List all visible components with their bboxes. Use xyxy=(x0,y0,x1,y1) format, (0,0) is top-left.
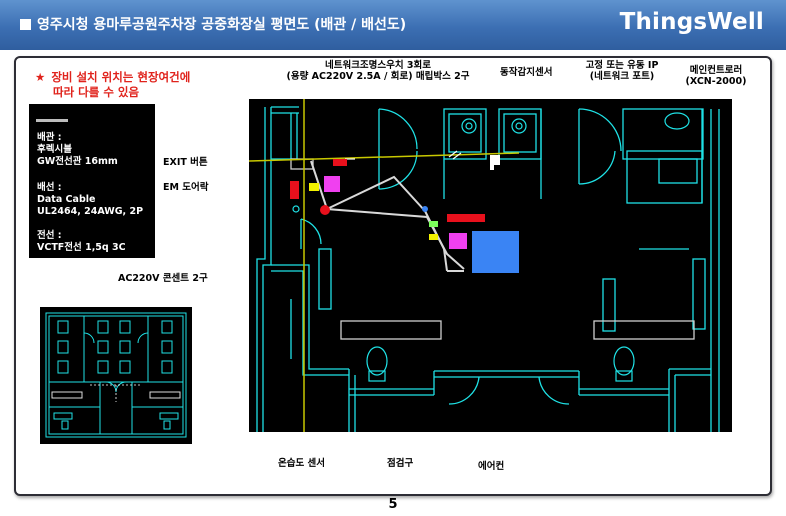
switch-marker xyxy=(320,205,330,215)
legend-power-line1: VCTF전선 1,5q 3C xyxy=(37,242,126,253)
overview-floor-plan xyxy=(40,307,192,444)
outlet-box-marker xyxy=(324,176,340,192)
ip-port-marker xyxy=(429,221,438,227)
label-controller-line1: 메인컨트로러 xyxy=(689,65,743,76)
legend-wire: 배선 : Data Cable UL2464, 24AWG, 2P xyxy=(37,182,155,218)
floor-plan-drawing xyxy=(248,99,720,432)
label-motion-sensor: 동작감지센서 xyxy=(500,67,553,78)
page-title-text: 영주시청 용마루공원주차장 공중화장실 평면도 (배관 / 배선도) xyxy=(37,17,407,33)
label-em-lock: EM 도어락 xyxy=(163,182,209,193)
em-lock-marker xyxy=(290,181,299,199)
outlet-marker xyxy=(309,183,319,191)
legend-box: 배관 : 후렉시블 GW전선관 16mm 배선 : Data Cable UL2… xyxy=(29,104,155,258)
header-bar: 영주시청 용마루공원주차장 공중화장실 평면도 (배관 / 배선도) Thing… xyxy=(0,0,786,50)
motion-sensor-stem xyxy=(490,165,494,170)
legend-pipe-line1: 후렉시블 xyxy=(37,144,72,155)
legend-wire-line1: Data Cable xyxy=(37,194,96,205)
label-network-switch: 네트워크조명스우치 3회로 (용량 AC220V 2.5A / 회로) 매립박스… xyxy=(262,60,494,82)
label-ip-port: 고정 또는 유동 IP (네트워크 포트) xyxy=(572,60,672,82)
legend-power: 전선 : VCTF전선 1,5q 3C xyxy=(37,230,155,254)
label-ip-port-line2: (네트워크 포트) xyxy=(589,71,655,82)
brand-logo: ThingsWell xyxy=(619,9,764,35)
junction-marker xyxy=(422,206,428,212)
installation-notice: ★ 장비 설치 위치는 현장여건에 따라 다를 수 있음 xyxy=(35,70,245,100)
legend-pipe-title: 배관 : xyxy=(37,132,62,143)
notice-line-2: 따라 다를 수 있음 xyxy=(53,85,140,99)
label-aircon: 에어컨 xyxy=(478,461,505,472)
motion-sensor-marker xyxy=(490,155,500,165)
legend-wire-line2: UL2464, 24AWG, 2P xyxy=(37,206,144,217)
thermo-sensor-marker xyxy=(449,233,467,249)
label-exit-button: EXIT 버튼 xyxy=(163,157,208,168)
legend-power-title: 전선 : xyxy=(37,230,62,241)
label-controller-line2: (XCN-2000) xyxy=(685,76,747,87)
page-number: 5 xyxy=(388,497,398,512)
legend-wire-title: 배선 : xyxy=(37,182,62,193)
label-ip-port-line1: 고정 또는 유동 IP xyxy=(585,60,659,71)
controller-marker xyxy=(447,214,485,222)
label-outlet: AC220V 콘센트 2구 xyxy=(118,273,208,284)
aircon-marker xyxy=(472,231,519,273)
star-icon: ★ xyxy=(35,70,46,84)
notice-line-1: 장비 설치 위치는 현장여건에 xyxy=(51,70,191,84)
legend-pipe-line2: GW전선관 16mm xyxy=(37,156,118,167)
legend-pipe: 배관 : 후렉시블 GW전선관 16mm xyxy=(37,132,155,168)
overview-plan-drawing xyxy=(45,312,187,438)
label-network-switch-line2: (용량 AC220V 2.5A / 회로) 매립박스 2구 xyxy=(286,71,470,82)
square-bullet-icon xyxy=(20,19,31,30)
label-controller: 메인컨트로러 (XCN-2000) xyxy=(676,65,756,87)
exit-button-marker xyxy=(333,159,347,166)
legend-line-sample xyxy=(36,119,68,122)
label-inspection: 점검구 xyxy=(387,458,414,469)
page-title: 영주시청 용마루공원주차장 공중화장실 평면도 (배관 / 배선도) xyxy=(20,14,406,34)
label-thermo-sensor: 온습도 센서 xyxy=(278,458,326,469)
inspection-marker xyxy=(429,234,438,240)
bathroom-floor-plan xyxy=(248,99,732,432)
label-network-switch-line1: 네트워크조명스우치 3회로 xyxy=(324,60,432,71)
